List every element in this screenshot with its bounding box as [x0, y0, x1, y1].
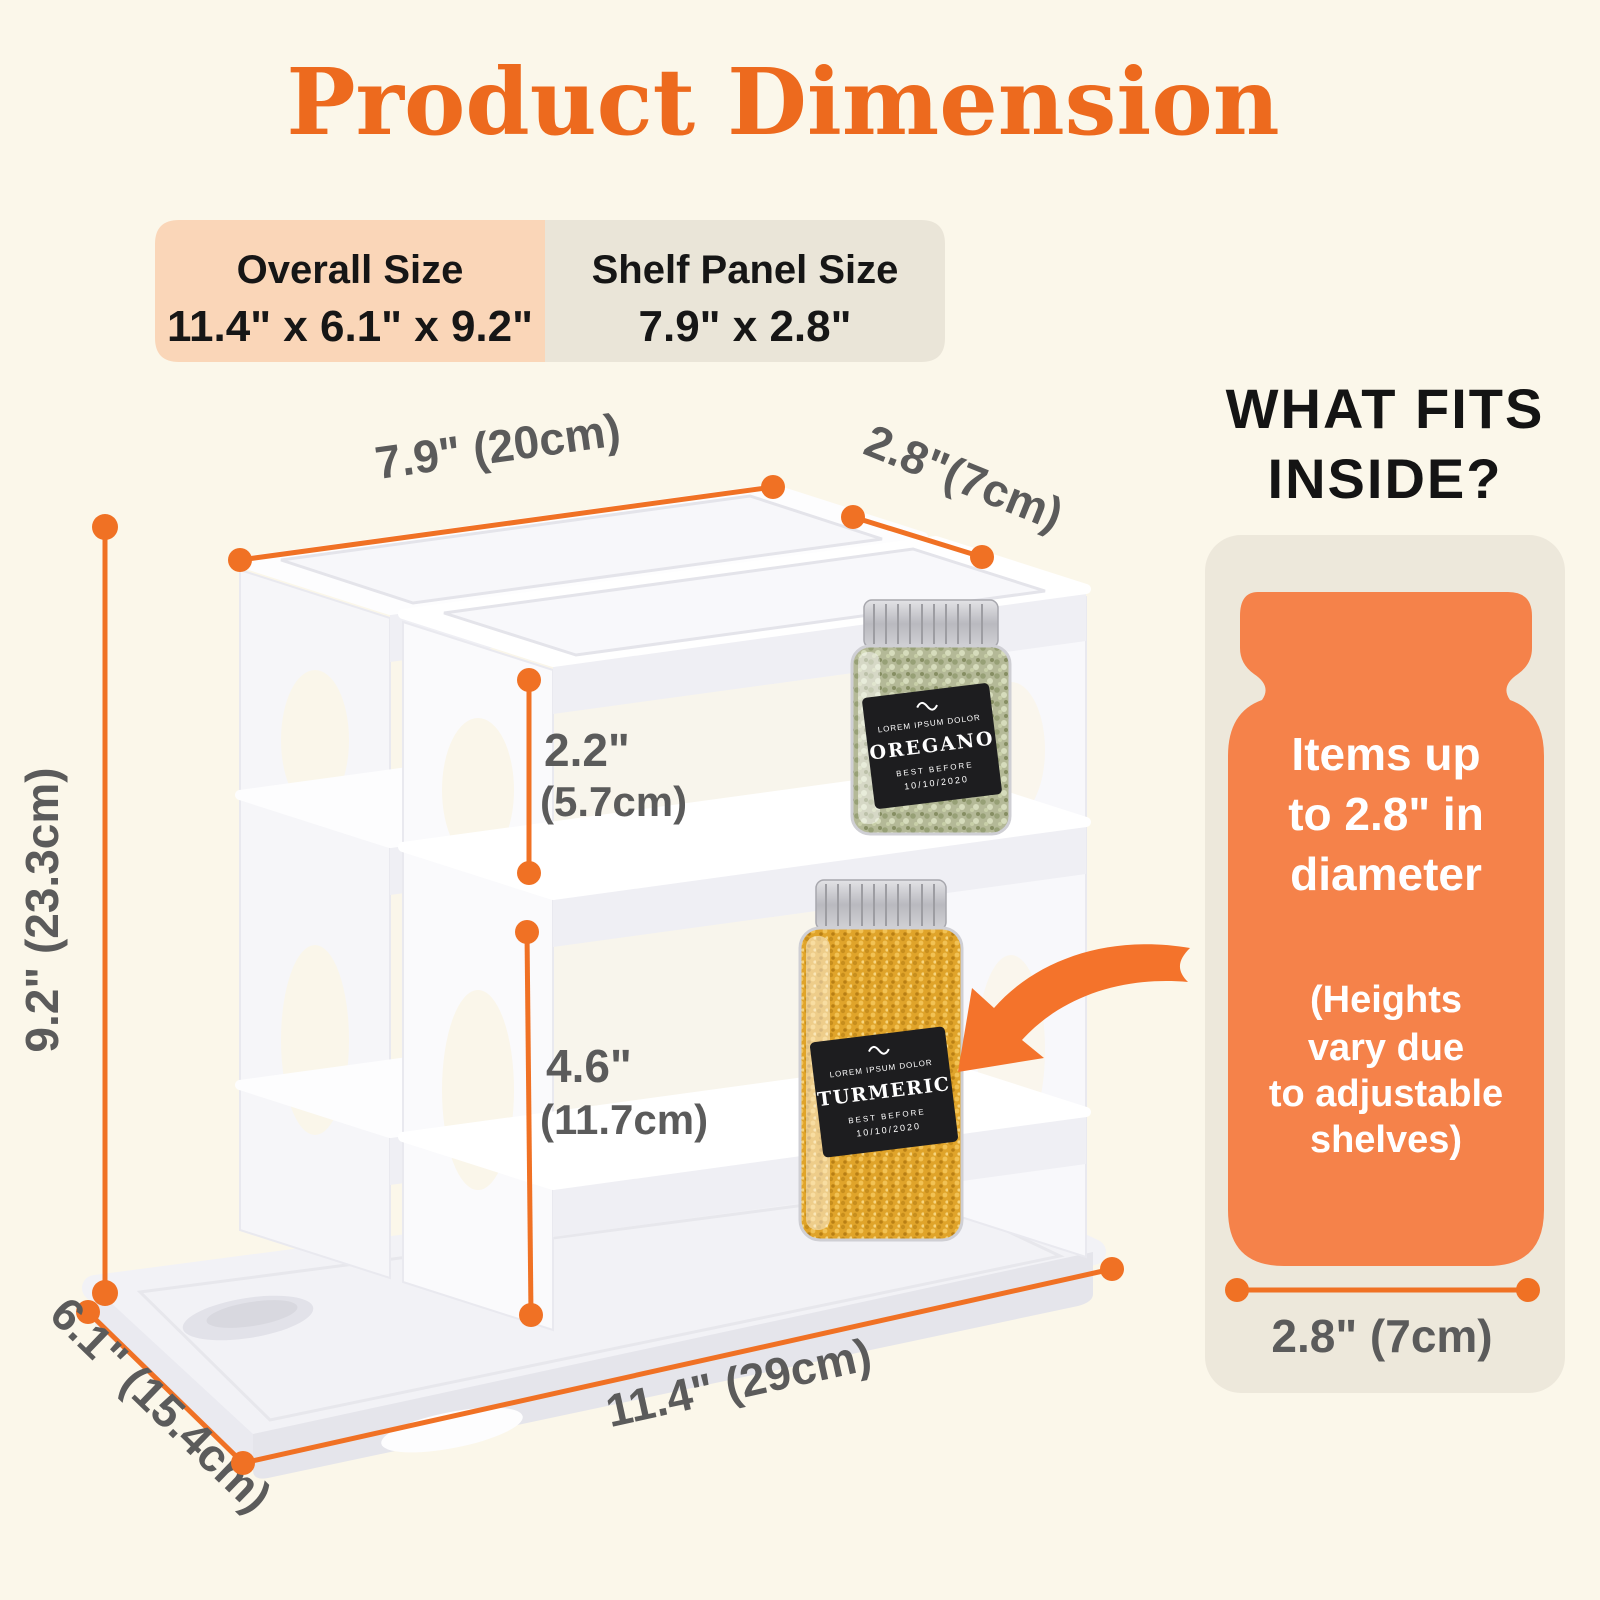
fit-note-line1: (Heights — [1310, 979, 1462, 1021]
overall-size-value: 11.4" x 6.1" x 9.2" — [167, 302, 533, 351]
svg-text:4.6": 4.6" — [546, 1040, 632, 1092]
svg-text:2.2": 2.2" — [544, 724, 630, 776]
fit-text-line2: to 2.8" in — [1288, 788, 1484, 840]
what-fits-heading-line2: INSIDE? — [1268, 447, 1503, 510]
arrow-icon — [958, 944, 1190, 1072]
shelf-size-box — [545, 220, 945, 362]
what-fits-section: WHAT FITS INSIDE? Items up to 2.8" in di… — [1205, 377, 1565, 1393]
overall-size-box — [155, 220, 545, 362]
turmeric-jar: LOREM IPSUM DOLOR TURMERIC BEST BEFORE 1… — [798, 879, 964, 1242]
oregano-jar: LOREM IPSUM DOLOR OREGANO BEST BEFORE 10… — [850, 599, 1012, 836]
svg-text:(5.7cm): (5.7cm) — [540, 778, 687, 825]
page-title: Product Dimension — [286, 48, 1279, 156]
dim-fit-diameter: 2.8" (7cm) — [1225, 1278, 1540, 1362]
what-fits-heading-line1: WHAT FITS — [1226, 377, 1545, 440]
product-illustration: LOREM IPSUM DOLOR OREGANO BEST BEFORE 10… — [82, 484, 1190, 1479]
shelf-size-label: Shelf Panel Size — [592, 248, 899, 292]
dim-height: 9.2" (23.3cm) — [16, 514, 118, 1306]
dim-lower-gap: 4.6" (11.7cm) — [515, 920, 708, 1327]
svg-text:(11.7cm): (11.7cm) — [540, 1096, 708, 1143]
jar-silhouette — [1228, 592, 1544, 1266]
dim-tier-gap: 2.2" (5.7cm) — [517, 668, 687, 885]
shelf-size-value: 7.9" x 2.8" — [639, 302, 852, 351]
svg-text:7.9" (20cm): 7.9" (20cm) — [372, 403, 624, 489]
fit-note-line4: shelves) — [1310, 1119, 1462, 1161]
fit-note-line3: to adjustable — [1269, 1073, 1503, 1115]
turmeric-label: LOREM IPSUM DOLOR TURMERIC BEST BEFORE 1… — [810, 1026, 958, 1158]
overall-size-label: Overall Size — [237, 248, 464, 292]
svg-text:9.2" (23.3cm): 9.2" (23.3cm) — [16, 767, 68, 1052]
fit-text-line3: diameter — [1290, 848, 1482, 900]
svg-text:2.8" (7cm): 2.8" (7cm) — [1271, 1310, 1492, 1362]
oregano-label: LOREM IPSUM DOLOR OREGANO BEST BEFORE 10… — [862, 683, 1002, 809]
fit-note-line2: vary due — [1308, 1027, 1464, 1069]
fit-text-line1: Items up — [1291, 728, 1480, 780]
size-boxes: Overall Size 11.4" x 6.1" x 9.2" Shelf P… — [155, 220, 945, 362]
